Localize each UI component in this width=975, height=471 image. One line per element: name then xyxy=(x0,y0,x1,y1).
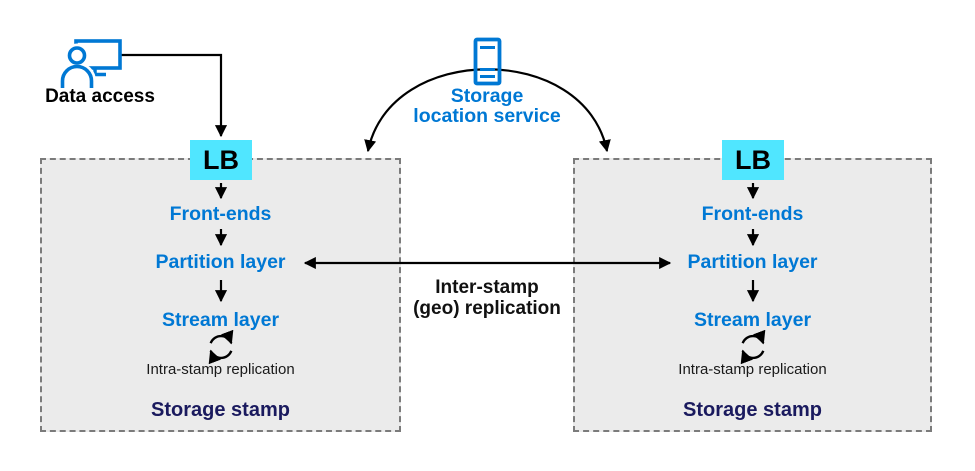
server-icon xyxy=(473,37,502,86)
inter-stamp-line1: Inter-stamp xyxy=(435,277,539,298)
inter-stamp-line2: (geo) replication xyxy=(413,298,561,319)
storage-stamp-title-right: Storage stamp xyxy=(683,399,822,421)
storage-location-service-label: Storage location service xyxy=(377,86,597,126)
partition-layer-label-right: Partition layer xyxy=(687,251,818,273)
intra-stamp-replication-label-left: Intra-stamp replication xyxy=(146,361,295,378)
storage-stamp-title-left: Storage stamp xyxy=(151,399,290,421)
person-at-monitor-icon xyxy=(58,39,122,88)
load-balancer-left: LB xyxy=(190,140,252,180)
stream-layer-label-left: Stream layer xyxy=(161,309,280,331)
stream-layer-label-right: Stream layer xyxy=(693,309,812,331)
inter-stamp-replication-label: Inter-stamp (geo) replication xyxy=(377,277,597,319)
intra-stamp-replication-label-right: Intra-stamp replication xyxy=(678,361,827,378)
storage-location-service-line2: location service xyxy=(413,105,561,127)
partition-layer-label-left: Partition layer xyxy=(155,251,286,273)
data-access-to-lb-arrow xyxy=(120,53,228,138)
sync-icon xyxy=(740,329,766,365)
data-access-label: Data access xyxy=(45,86,155,107)
load-balancer-right: LB xyxy=(722,140,784,180)
storage-location-service-line1: Storage xyxy=(450,85,524,107)
front-ends-label-left: Front-ends xyxy=(169,203,272,225)
sync-icon xyxy=(208,329,234,365)
front-ends-label-right: Front-ends xyxy=(701,203,804,225)
